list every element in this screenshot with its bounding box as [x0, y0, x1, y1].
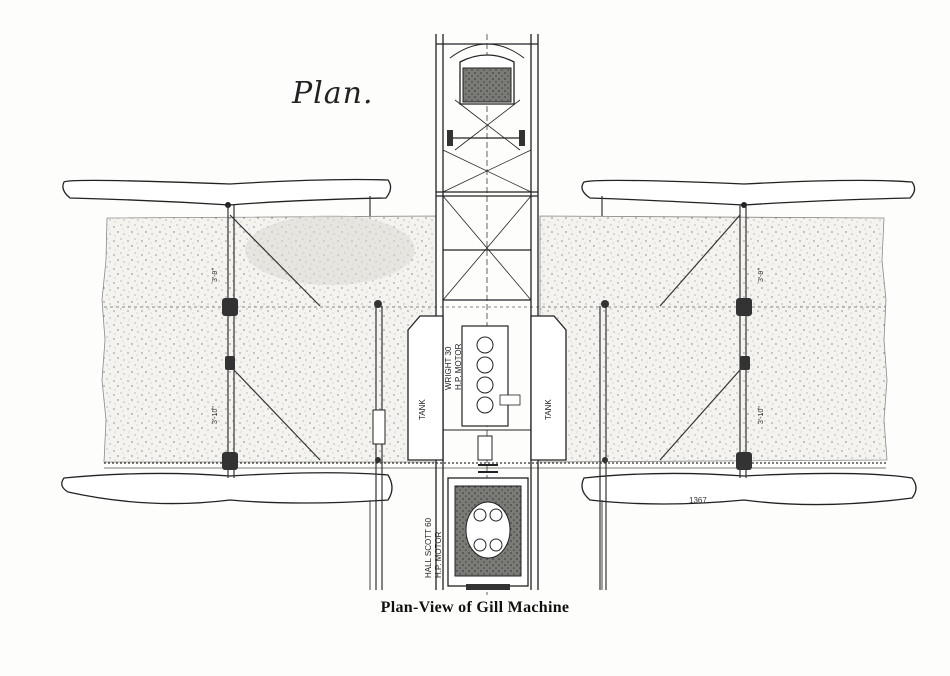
dimension-upper-left: 3'-9"	[212, 268, 219, 282]
tank-right-label: TANK	[544, 399, 553, 420]
wing-left	[101, 215, 437, 463]
dimension-lower-right: 3'-10"	[758, 406, 765, 424]
wright-motor	[443, 325, 531, 461]
fuel-tank-left	[407, 315, 444, 461]
forward-plane-left	[62, 178, 392, 208]
plate-number: 1367	[689, 496, 707, 505]
rear-plane-right	[581, 472, 917, 506]
hall-scott-label-1: HALL SCOTT 60	[424, 517, 433, 578]
wright-motor-label-1: WRIGHT 30	[444, 346, 453, 390]
figure-caption: Plan-View of Gill Machine	[380, 599, 570, 616]
wing-right	[539, 215, 888, 463]
front-elevator	[447, 43, 525, 146]
wing-struts	[227, 196, 747, 590]
dimension-lower-left: 3'-10"	[212, 406, 219, 424]
fuselage-frame	[435, 34, 539, 595]
rear-booms	[369, 500, 603, 590]
dimension-upper-right: 3'-9"	[758, 268, 765, 282]
tank-left-label: TANK	[418, 399, 427, 420]
strut-hubs	[222, 298, 752, 470]
wright-motor-label-2: H.P. MOTOR	[454, 343, 463, 390]
fuel-tank-right	[530, 315, 567, 461]
rear-plane-left	[61, 472, 393, 505]
hall-scott-label-2: H.P. MOTOR	[434, 531, 443, 578]
hall-scott-motor	[447, 464, 529, 590]
forward-plane-right	[581, 179, 916, 208]
drawing-heading: Plan.	[292, 76, 374, 111]
switch-box	[372, 409, 386, 445]
